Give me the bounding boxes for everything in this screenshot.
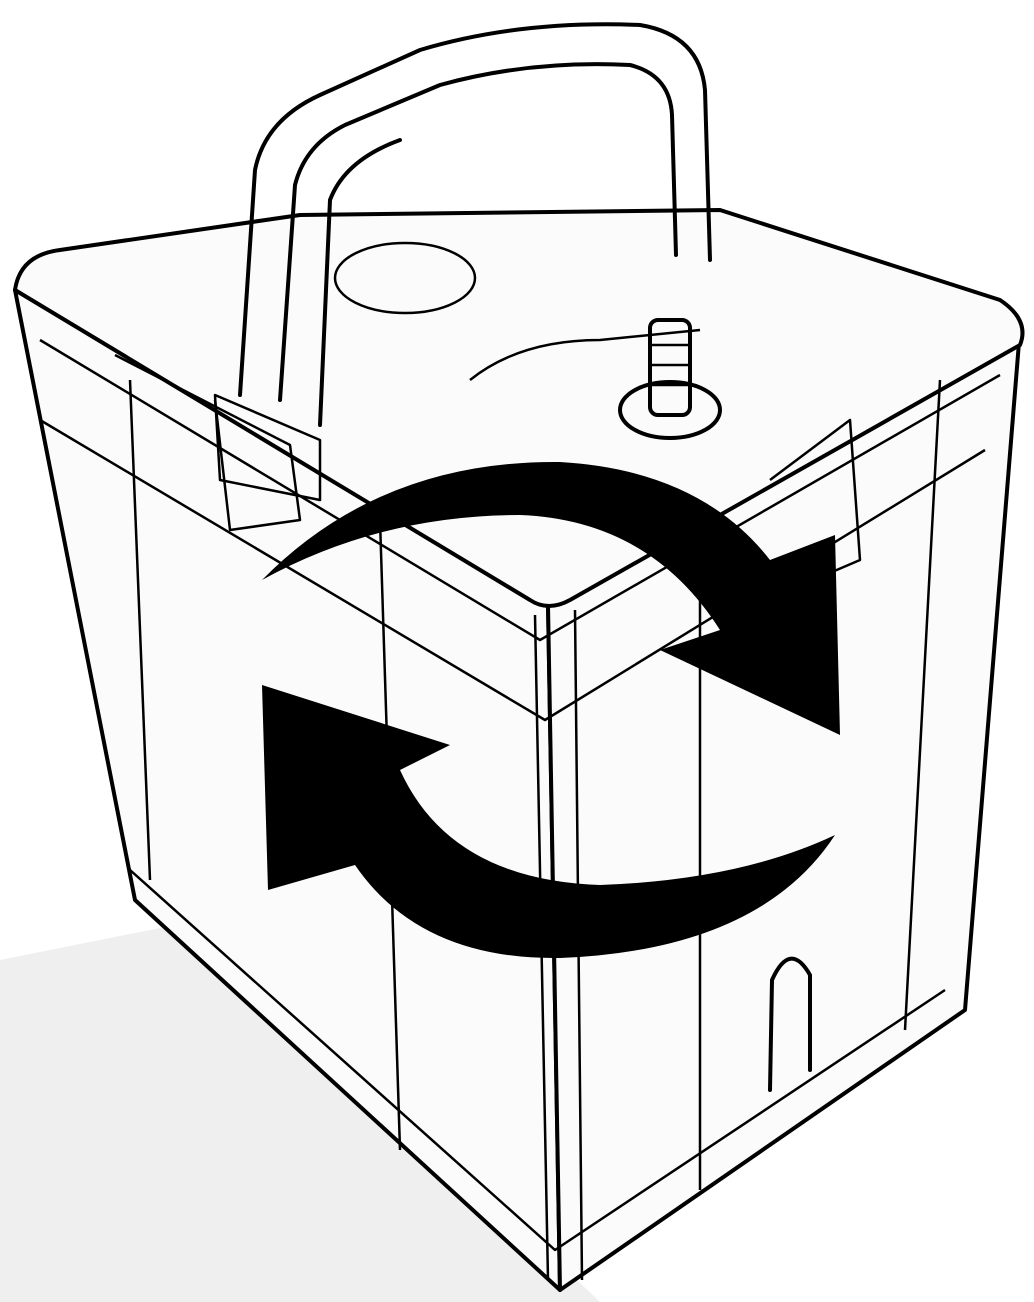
arrow-top — [262, 461, 840, 735]
arrow-bottom — [262, 685, 835, 959]
battery-box — [13, 208, 1025, 1292]
ground-shadow — [0, 920, 600, 1302]
logo-badge — [333, 241, 477, 315]
recycle-arrows-icon — [262, 461, 840, 959]
carry-handle — [213, 22, 712, 502]
box-top-face — [13, 208, 1025, 608]
terminal-post — [618, 318, 722, 440]
